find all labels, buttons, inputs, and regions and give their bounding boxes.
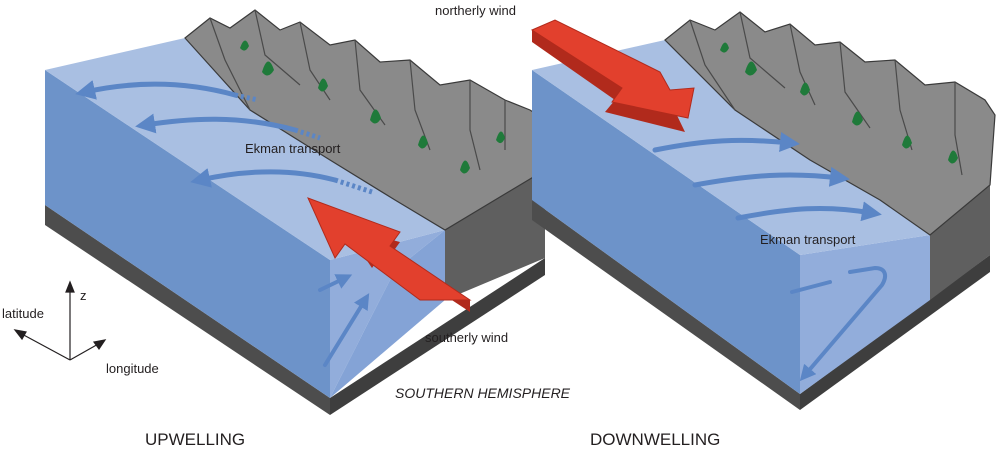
- longitude-axis: [69, 342, 101, 361]
- upwelling-flow-arrows: [318, 274, 370, 367]
- land-side-right: [930, 185, 990, 300]
- ocean-side-face-right: [800, 235, 930, 394]
- ekman-flow-dashes: [234, 92, 373, 195]
- seafloor-side-right: [800, 255, 990, 410]
- northerly-wind-label: northerly wind: [435, 3, 516, 18]
- z-axis-head: [65, 280, 75, 293]
- southerly-wind-label: southerly wind: [425, 330, 508, 345]
- ocean-side-face: [330, 230, 445, 398]
- upwelling-panel: Ekman transport southerly wind UPWELLING: [45, 9, 546, 449]
- latitude-axis-head: [13, 329, 27, 341]
- hemisphere-label: SOUTHERN HEMISPHERE: [395, 385, 571, 401]
- latitude-axis-label: latitude: [2, 306, 44, 321]
- ekman-transport-label-up: Ekman transport: [245, 141, 341, 156]
- mountain-ridges: [209, 9, 506, 171]
- ocean-front-face: [45, 70, 330, 398]
- northerly-wind-arrow: [530, 19, 695, 132]
- coastal-mountains: [184, 9, 546, 231]
- longitude-axis-label: longitude: [106, 361, 159, 376]
- vegetation-patches-right: [720, 42, 958, 164]
- ocean-front-face-right: [532, 70, 800, 394]
- ocean-surface: [45, 38, 445, 260]
- land-side: [445, 170, 545, 300]
- southerly-wind-arrow: [307, 197, 472, 312]
- downwelling-flow-arrows: [790, 265, 888, 382]
- seafloor-side: [330, 258, 545, 415]
- downwelling-panel: northerly wind Ekman transport DOWNWELLI…: [435, 3, 996, 449]
- vegetation-patches: [240, 40, 505, 174]
- latitude-axis: [19, 332, 71, 361]
- seafloor-front: [45, 205, 330, 415]
- ekman-transport-label-down: Ekman transport: [760, 232, 856, 247]
- z-axis-label: z: [80, 288, 87, 303]
- coordinate-axes: [13, 280, 107, 361]
- longitude-axis-head: [92, 339, 107, 351]
- upwelling-title: UPWELLING: [145, 430, 245, 449]
- ekman-flow-arrows-right: [652, 132, 882, 222]
- seafloor-front-right: [532, 200, 800, 410]
- mountain-ridges-right: [689, 11, 963, 176]
- downwelling-title: DOWNWELLING: [590, 430, 720, 449]
- ekman-flow-arrows: [75, 80, 338, 188]
